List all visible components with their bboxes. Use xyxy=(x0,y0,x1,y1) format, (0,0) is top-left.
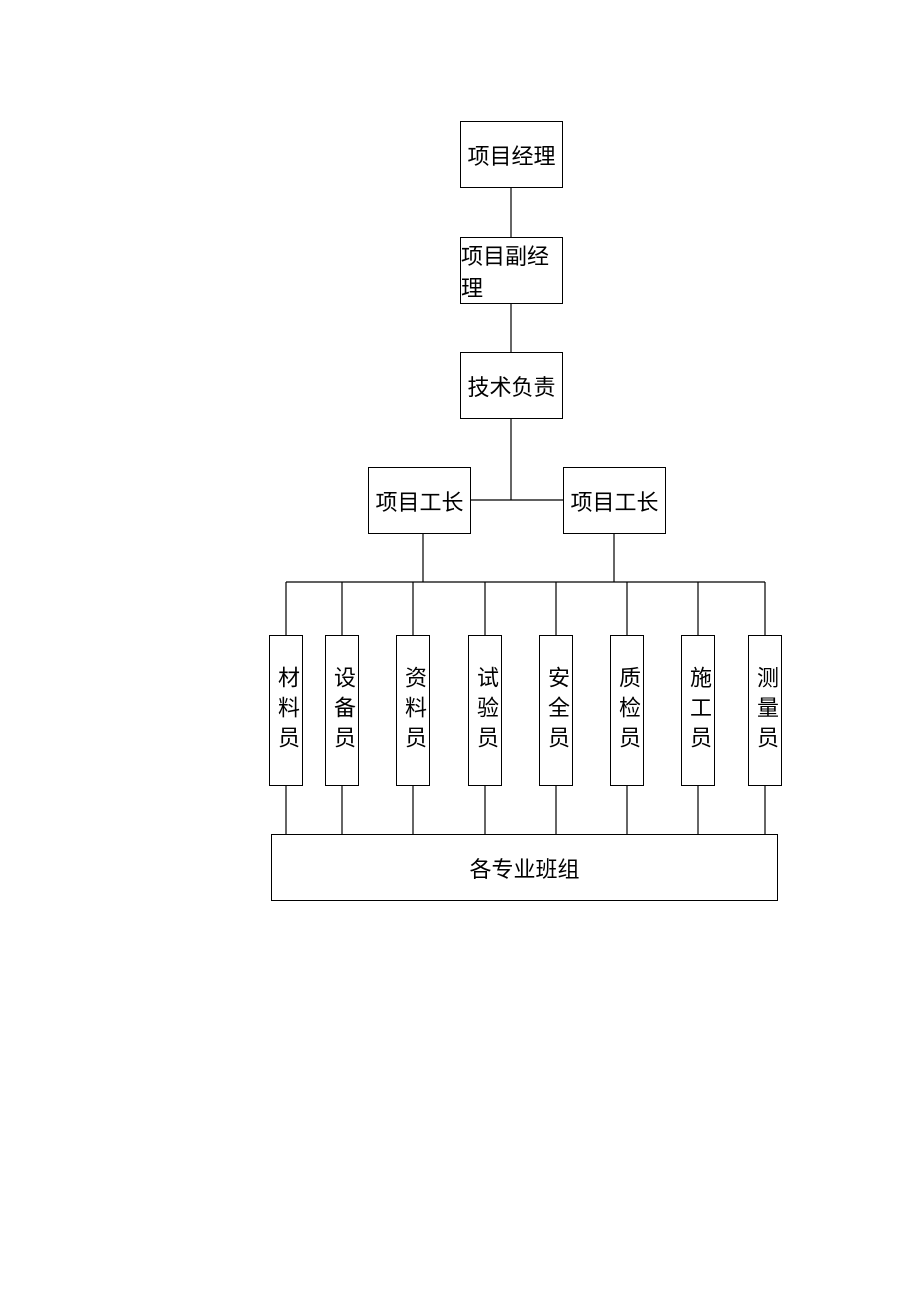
node-label: 项目副经理 xyxy=(461,244,550,302)
node-staff-safety: 安全员 xyxy=(539,635,573,786)
node-technical-lead: 技术负责 xyxy=(460,352,563,419)
node-label: 各专业班组 xyxy=(469,857,580,883)
node-staff-testing: 试验员 xyxy=(468,635,502,786)
node-staff-documents: 资料员 xyxy=(396,635,430,786)
node-foreman-1: 项目工长 xyxy=(368,467,471,534)
node-staff-quality: 质检员 xyxy=(610,635,644,786)
node-deputy-manager: 项目副经理 xyxy=(460,237,563,304)
node-label: 项目经理 xyxy=(467,144,556,170)
node-specialty-teams: 各专业班组 xyxy=(271,834,778,901)
node-label: 试验员 xyxy=(473,665,498,756)
node-label: 设备员 xyxy=(330,665,355,756)
node-label: 测量员 xyxy=(753,665,778,756)
node-label: 安全员 xyxy=(544,665,569,756)
node-label: 施工员 xyxy=(686,665,711,756)
node-staff-surveying: 测量员 xyxy=(748,635,782,786)
node-staff-equipment: 设备员 xyxy=(325,635,359,786)
node-label: 材料员 xyxy=(274,665,299,756)
node-label: 质检员 xyxy=(615,665,640,756)
node-foreman-2: 项目工长 xyxy=(563,467,666,534)
node-label: 资料员 xyxy=(401,665,426,756)
node-staff-materials: 材料员 xyxy=(269,635,303,786)
node-label: 技术负责 xyxy=(467,375,556,401)
node-staff-construction: 施工员 xyxy=(681,635,715,786)
node-label: 项目工长 xyxy=(570,490,659,516)
node-project-manager: 项目经理 xyxy=(460,121,563,188)
node-label: 项目工长 xyxy=(375,490,464,516)
